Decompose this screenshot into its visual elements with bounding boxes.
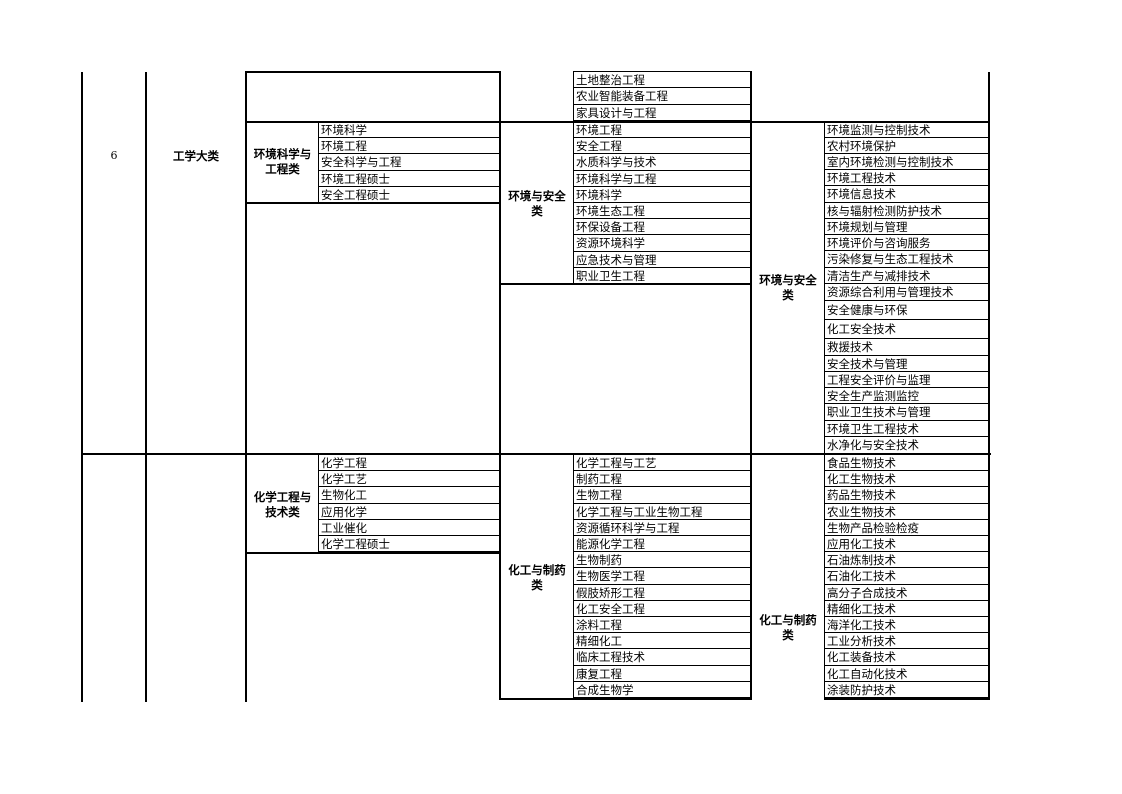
list-item: 安全健康与环保 xyxy=(827,303,908,317)
list-item: 精细化工 xyxy=(576,634,622,649)
list-item: 环境生态工程 xyxy=(576,204,645,218)
list-item: 生物化工 xyxy=(321,488,367,503)
list-item: 救援技术 xyxy=(827,340,873,354)
list-item: 化工装备技术 xyxy=(827,650,896,665)
list-item: 制药工程 xyxy=(576,472,622,487)
list-item: 安全工程硕士 xyxy=(321,187,390,202)
list-item: 资源环境科学 xyxy=(576,236,645,251)
class-label-line: 环境与安全 xyxy=(508,189,566,203)
list-item: 化工安全工程 xyxy=(576,601,645,616)
list-item: 食品生物技术 xyxy=(827,456,896,470)
list-item: 资源综合利用与管理技术 xyxy=(827,285,954,299)
list-item: 药品生物技术 xyxy=(827,488,896,503)
list-item: 合成生物学 xyxy=(576,682,634,697)
list-item: 安全工程 xyxy=(576,139,622,154)
list-item: 环境工程 xyxy=(576,123,622,137)
list-item: 环境评价与咨询服务 xyxy=(827,236,931,250)
list-item: 化学工程 xyxy=(321,456,367,470)
major-category: 工学大类 xyxy=(173,149,219,163)
list-item: 职业卫生工程 xyxy=(576,268,645,283)
list-item: 涂装防护技术 xyxy=(827,682,896,697)
list-item: 海洋化工技术 xyxy=(827,618,896,632)
list-item: 能源化学工程 xyxy=(576,537,645,551)
list-item: 安全生产监测监控 xyxy=(827,389,919,403)
list-item: 环境科学 xyxy=(576,187,622,202)
list-item: 临床工程技术 xyxy=(576,650,645,665)
list-item: 土地整治工程 xyxy=(576,73,645,87)
list-item: 涂料工程 xyxy=(576,618,622,632)
class-label-line: 工程类 xyxy=(265,162,300,176)
list-item: 环境科学 xyxy=(321,123,367,137)
list-item: 应用化学 xyxy=(321,504,367,519)
list-item: 化学工程与工艺 xyxy=(576,456,657,470)
list-item: 生物医学工程 xyxy=(576,569,645,584)
list-item: 环境工程 xyxy=(321,139,367,154)
list-item: 安全技术与管理 xyxy=(827,357,908,371)
list-item: 资源循环科学与工程 xyxy=(576,520,680,535)
list-item: 生物工程 xyxy=(576,488,622,503)
list-item: 清洁生产与减排技术 xyxy=(827,269,931,283)
list-item: 环境规划与管理 xyxy=(827,220,908,234)
list-item: 环境信息技术 xyxy=(827,187,896,201)
list-item: 康复工程 xyxy=(576,666,622,681)
list-item: 石油化工技术 xyxy=(827,569,896,584)
list-item: 工业催化 xyxy=(321,520,367,535)
list-item: 农业生物技术 xyxy=(827,504,896,519)
list-item: 生物制药 xyxy=(576,553,622,568)
class-label-line: 类 xyxy=(531,204,543,218)
list-item: 水质科学与技术 xyxy=(576,155,657,170)
list-item: 化学工程硕士 xyxy=(321,537,390,551)
list-item: 污染修复与生态工程技术 xyxy=(827,252,954,266)
list-item: 职业卫生技术与管理 xyxy=(827,405,931,419)
list-item: 环保设备工程 xyxy=(576,220,645,235)
class-label-line: 技术类 xyxy=(265,505,300,519)
list-item: 化工安全技术 xyxy=(827,322,896,336)
list-item: 环境工程硕士 xyxy=(321,171,390,186)
list-item: 家具设计与工程 xyxy=(576,105,657,120)
list-item: 农业智能装备工程 xyxy=(576,89,668,104)
class-label-line: 环境科学与 xyxy=(253,147,312,161)
list-item: 精细化工技术 xyxy=(827,601,896,616)
class-label-line: 化工与制药 xyxy=(508,563,566,577)
class-label-line: 类 xyxy=(782,628,794,642)
list-item: 工程安全评价与监理 xyxy=(827,373,931,387)
list-item: 化学工艺 xyxy=(321,472,367,487)
list-item: 环境监测与控制技术 xyxy=(827,123,931,137)
list-item: 水净化与安全技术 xyxy=(827,438,919,452)
list-item: 假肢矫形工程 xyxy=(576,585,645,600)
list-item: 环境科学与工程 xyxy=(576,171,657,186)
list-item: 应急技术与管理 xyxy=(576,252,657,267)
class-label-line: 类 xyxy=(782,288,794,302)
class-label-line: 化工与制药 xyxy=(759,613,817,627)
class-label-line: 类 xyxy=(531,578,543,592)
list-item: 工业分析技术 xyxy=(827,634,896,649)
class-label-line: 化学工程与 xyxy=(253,490,312,504)
list-item: 高分子合成技术 xyxy=(827,585,908,600)
list-item: 生物产品检验检疫 xyxy=(827,520,919,535)
list-item: 石油炼制技术 xyxy=(827,553,896,568)
list-item: 环境工程技术 xyxy=(827,171,896,185)
list-item: 安全科学与工程 xyxy=(321,155,402,170)
list-item: 核与辐射检测防护技术 xyxy=(827,204,942,218)
list-item: 室内环境检测与控制技术 xyxy=(827,155,954,169)
list-item: 化学工程与工业生物工程 xyxy=(576,504,703,519)
seq-number: 6 xyxy=(110,149,118,162)
list-item: 化工自动化技术 xyxy=(827,666,908,681)
class-label-line: 环境与安全 xyxy=(759,273,817,287)
list-item: 农村环境保护 xyxy=(827,139,896,153)
list-item: 环境卫生工程技术 xyxy=(827,422,919,436)
list-item: 应用化工技术 xyxy=(827,537,896,551)
list-item: 化工生物技术 xyxy=(827,472,896,487)
